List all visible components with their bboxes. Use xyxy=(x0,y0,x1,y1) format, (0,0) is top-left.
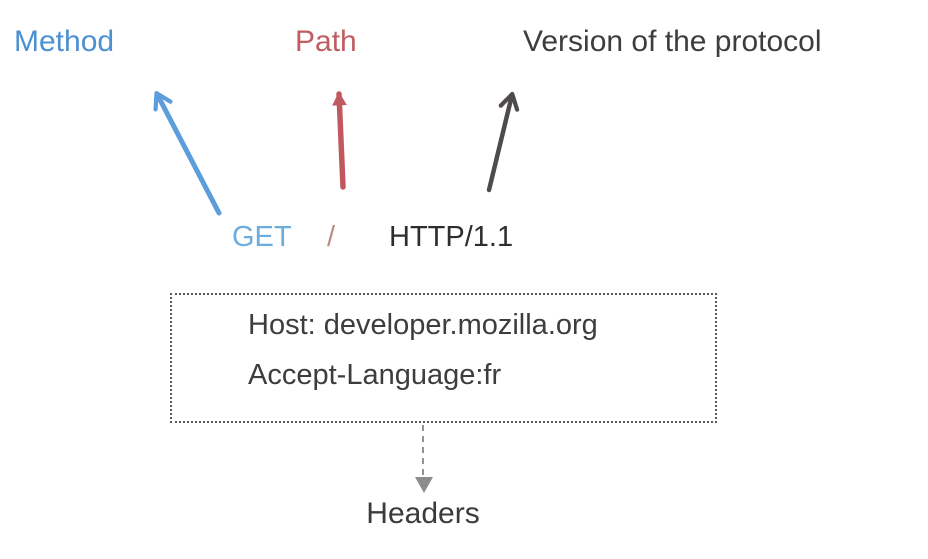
request-version-text: HTTP/1.1 xyxy=(389,221,514,253)
path-annotation-label: Path xyxy=(295,25,357,58)
method-annotation-label: Method xyxy=(14,25,115,58)
header-line-host: Host: developer.mozilla.org xyxy=(248,309,598,341)
headers-label: Headers xyxy=(366,497,480,530)
request-path-text: / xyxy=(327,221,336,253)
headers-box: Host: developer.mozilla.org Accept-Langu… xyxy=(170,293,717,423)
path-arrow xyxy=(332,91,347,190)
headers-down-arrowhead-icon xyxy=(415,477,433,493)
method-arrow xyxy=(153,91,222,216)
version-annotation-label: Version of the protocol xyxy=(523,25,822,58)
version-arrow xyxy=(486,91,520,193)
headers-dashed-connector xyxy=(422,425,424,475)
request-method-text: GET xyxy=(232,221,292,253)
header-line-accept-language: Accept-Language:fr xyxy=(248,359,502,391)
